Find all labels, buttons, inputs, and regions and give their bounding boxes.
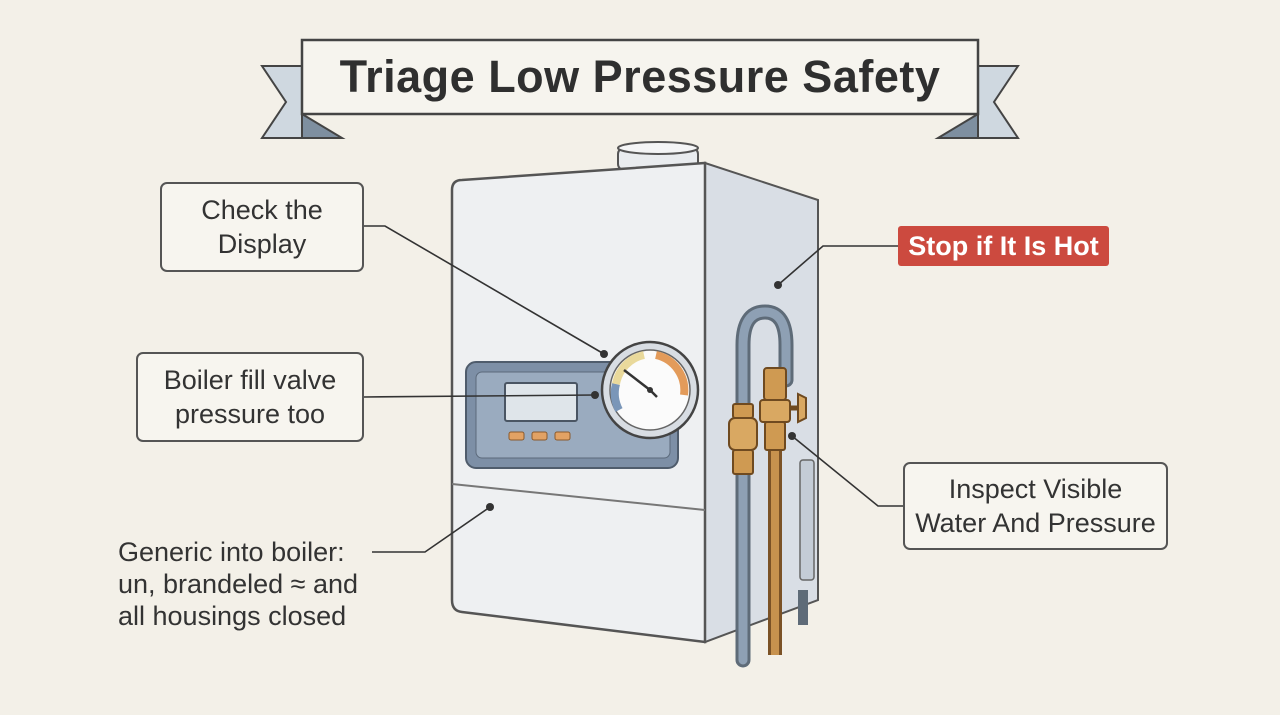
callout-line: Inspect Visible — [948, 474, 1123, 504]
note-line: un, brandeled ≈ and — [118, 569, 359, 599]
stop-if-hot-badge: Stop if It Is Hot — [898, 226, 1109, 266]
callout-line: Display — [217, 229, 307, 259]
display-screen — [504, 382, 578, 422]
fill-valve-icon — [759, 367, 807, 451]
callout-line: pressure too — [174, 399, 326, 429]
leader-check-display — [364, 225, 605, 355]
callout-fill-valve: Boiler fill valve pressure too — [136, 352, 364, 442]
banner-tail-right — [977, 65, 1020, 139]
leader-generic-note — [372, 506, 491, 553]
control-button — [531, 431, 548, 441]
leader-dots — [486, 281, 796, 511]
callout-line: Check the — [201, 195, 323, 225]
banner-fold-left — [301, 112, 346, 139]
callout-inspect: Inspect Visible Water And Pressure — [903, 462, 1168, 550]
page-title: Triage Low Pressure Safety — [339, 51, 941, 102]
title-banner — [260, 38, 1020, 139]
shutoff-valve-icon — [728, 403, 758, 475]
side-vent-slot — [799, 459, 815, 581]
banner-fold-right — [934, 112, 979, 139]
leader-lines — [363, 225, 903, 553]
note-line: all housings closed — [118, 601, 347, 631]
banner-tail-left — [260, 65, 303, 139]
generic-boiler-note: Generic into boiler: un, brandeled ≈ and… — [118, 536, 398, 632]
callout-line: Water And Pressure — [915, 508, 1156, 538]
control-button — [508, 431, 525, 441]
pressure-gauge-icon — [600, 340, 700, 440]
banner-body — [300, 38, 980, 116]
note-line: Generic into boiler: — [118, 537, 345, 567]
callout-check-display: Check the Display — [160, 182, 364, 272]
callout-line: Boiler fill valve — [163, 365, 337, 395]
leader-inspect — [791, 435, 903, 507]
lower-cover-seam — [451, 483, 706, 511]
control-button — [554, 431, 571, 441]
leader-stop-hot — [777, 245, 898, 286]
leader-fill-valve — [363, 394, 596, 398]
